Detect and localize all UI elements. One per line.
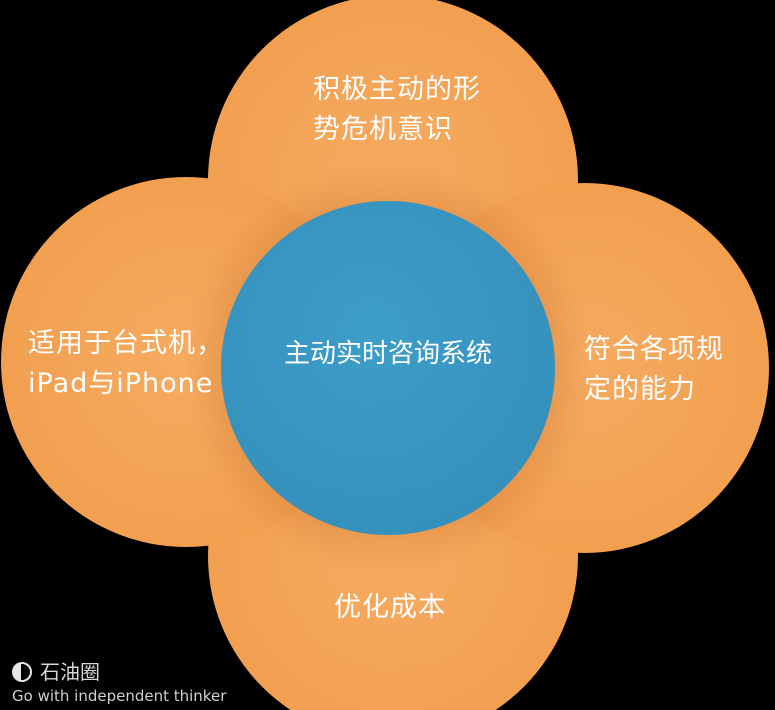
petal-right-line-2: 定的能力 — [584, 374, 696, 405]
shiyouquan-logo-icon — [12, 662, 32, 682]
petal-bottom-line-1: 优化成本 — [334, 592, 446, 623]
petal-left-label: 适用于台式机， iPad与iPhone — [28, 324, 224, 404]
petal-top-line-2: 势危机意识 — [313, 114, 453, 145]
petal-right-line-1: 符合各项规 — [584, 334, 724, 365]
petal-top-line-1: 积极主动的形 — [313, 74, 481, 105]
petal-top-label: 积极主动的形 势危机意识 — [313, 70, 481, 150]
center-circle — [221, 201, 555, 535]
petal-left-line-2: iPad与iPhone — [28, 368, 214, 399]
watermark: 石油圈 Go with independent thinker — [12, 660, 226, 706]
petal-bottom-label: 优化成本 — [334, 588, 446, 628]
center-label: 主动实时咨询系统 — [283, 339, 492, 369]
watermark-slogan: Go with independent thinker — [12, 687, 227, 705]
petal-left-line-1: 适用于台式机， — [28, 328, 224, 359]
watermark-name: 石油圈 — [40, 660, 100, 684]
petal-right-label: 符合各项规 定的能力 — [584, 330, 724, 410]
